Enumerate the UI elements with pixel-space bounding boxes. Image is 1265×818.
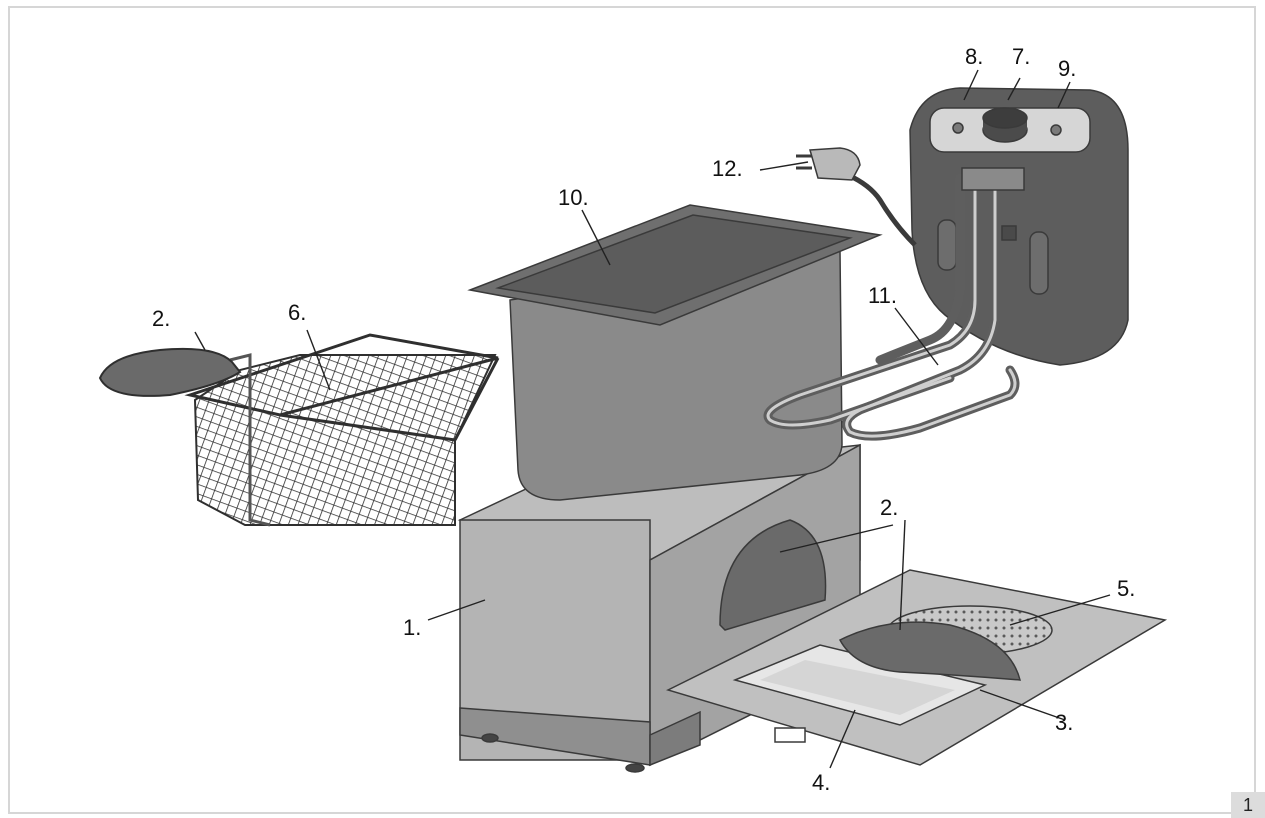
callout-12: 12. (712, 156, 743, 181)
callout-labels: 1. 2. 2. 2. 3. 4. 5. 6. 7. 8. 9. 10. 11.… (152, 44, 1135, 795)
frying-basket (98, 333, 500, 527)
callout-4: 4. (812, 770, 830, 795)
control-unit (763, 87, 1129, 441)
housing (457, 443, 861, 773)
lid-plate (665, 569, 1168, 766)
callout-3: 3. (1055, 710, 1073, 735)
callout-7: 7. (1012, 44, 1030, 69)
leader-lines (194, 69, 1111, 769)
power-cord (796, 147, 917, 247)
callout-6: 6. (288, 300, 306, 325)
callout-8: 8. (965, 44, 983, 69)
oil-bowl (467, 204, 883, 501)
callout-11: 11. (868, 283, 897, 308)
callout-2-basket-handle: 2. (152, 306, 170, 331)
callout-9: 9. (1058, 56, 1076, 81)
callout-10: 10. (558, 185, 589, 210)
callout-2-housing-handle: 2. (880, 495, 898, 520)
page-number: 1 (1231, 792, 1265, 818)
callout-5: 5. (1117, 576, 1135, 601)
callout-1: 1. (403, 615, 421, 640)
